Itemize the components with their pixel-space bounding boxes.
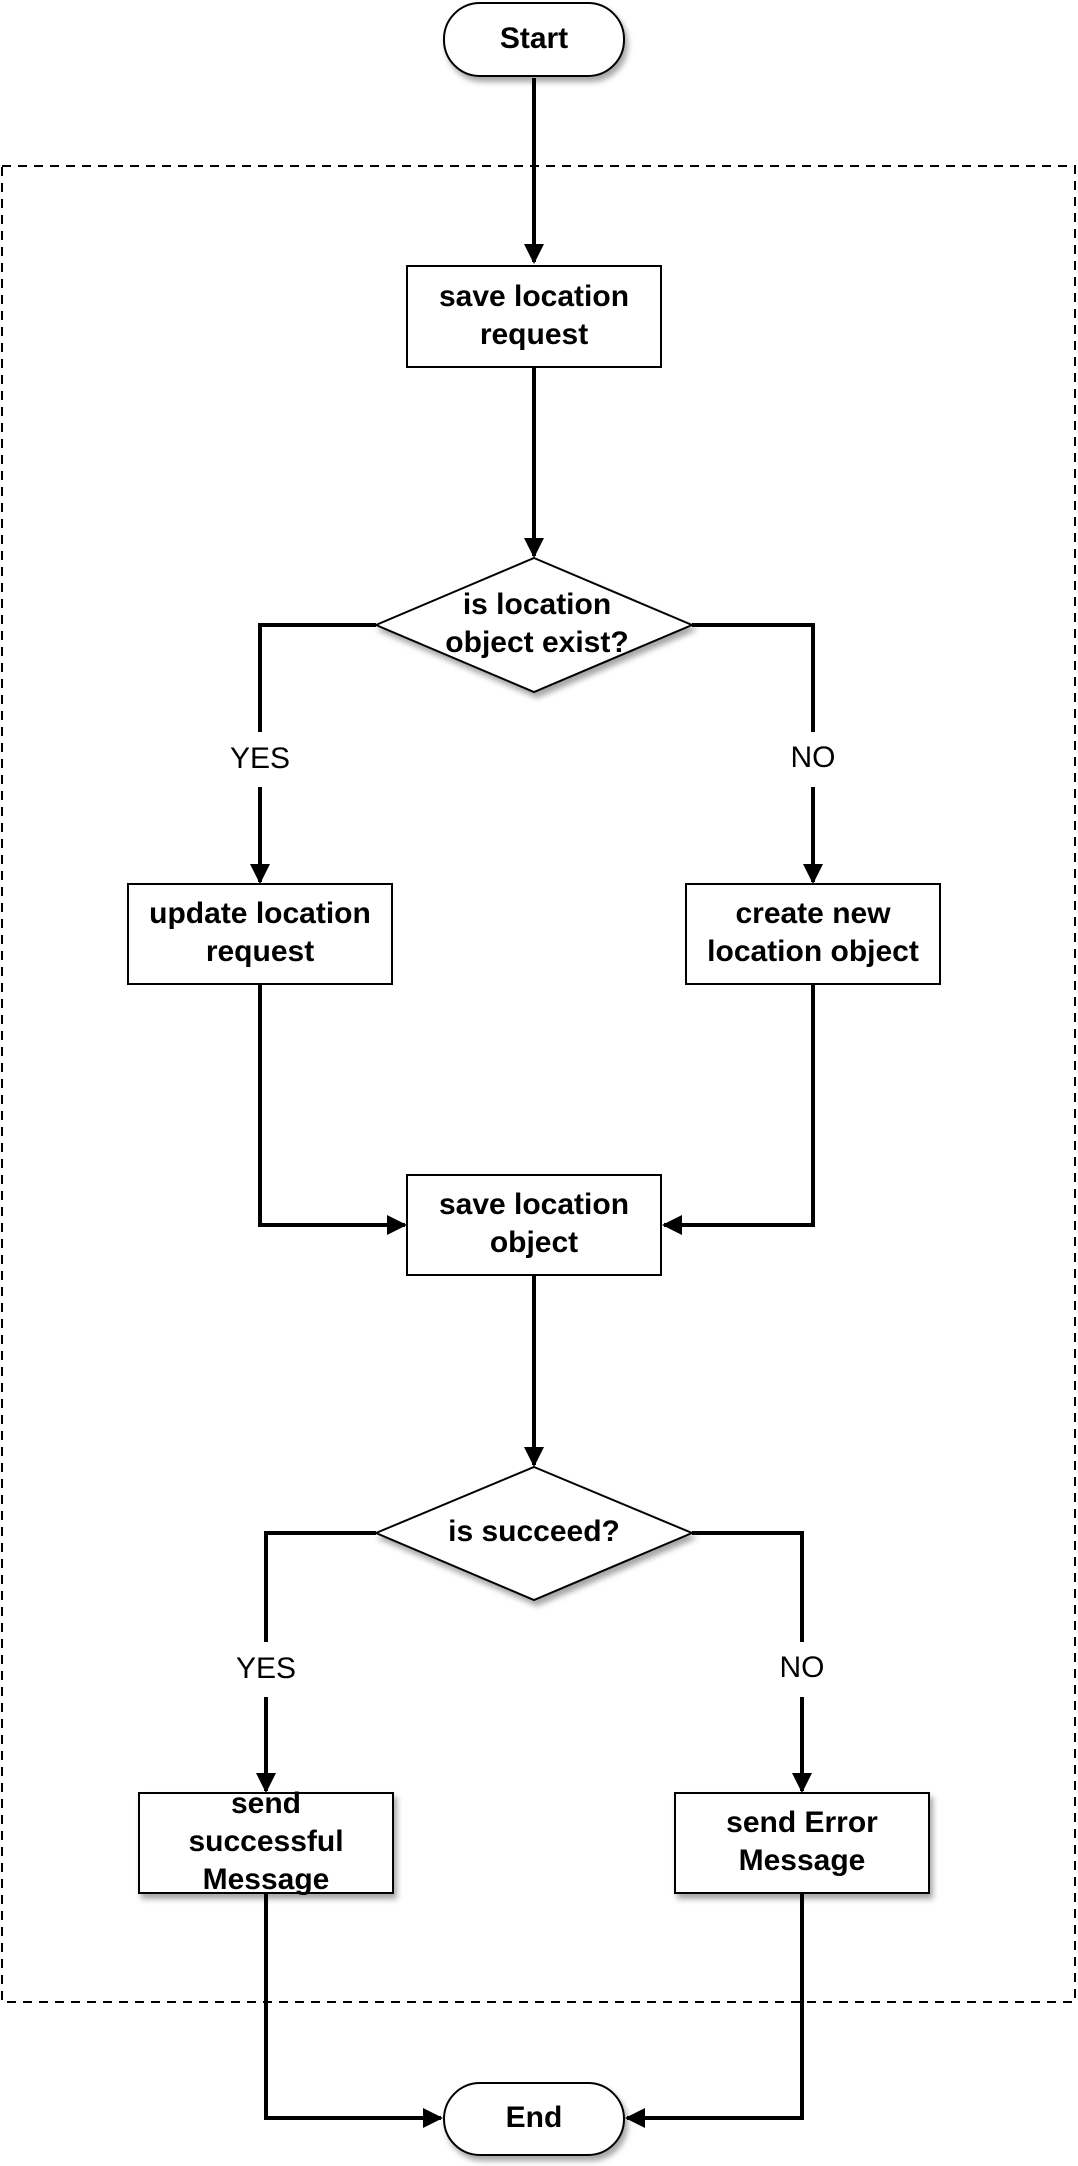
end-node[interactable]: End bbox=[443, 2082, 625, 2156]
save-object-label-line: object bbox=[490, 1226, 578, 1259]
create-location-object-label: create new location object bbox=[707, 897, 919, 968]
edge-label-exists-no: NO bbox=[791, 741, 836, 774]
end-label-line: End bbox=[506, 2101, 563, 2134]
send-success-label-line: send bbox=[231, 1787, 301, 1820]
location-exists-decision[interactable]: is location object exist? bbox=[373, 556, 695, 694]
send-success-label-line: Message bbox=[203, 1863, 330, 1896]
edge-label-succeed-no: NO bbox=[780, 1651, 825, 1684]
update-request-label-line: update location bbox=[149, 897, 371, 930]
update-request-label-line: request bbox=[206, 935, 314, 968]
start-label: Start bbox=[500, 22, 568, 55]
start-label-line: Start bbox=[500, 22, 568, 55]
process-boundary bbox=[1, 165, 1076, 2003]
save-location-request-node[interactable]: save location request bbox=[406, 265, 662, 368]
send-error-label-line: Message bbox=[739, 1844, 866, 1877]
create-object-label-line: location object bbox=[707, 935, 919, 968]
update-location-request-node[interactable]: update location request bbox=[127, 883, 393, 985]
save-object-label-line: save location bbox=[439, 1188, 629, 1221]
edge-succeed-no-upper bbox=[692, 1531, 804, 1642]
exists-decision-label-line: is location bbox=[463, 588, 611, 621]
send-error-label-line: send Error bbox=[726, 1806, 878, 1839]
succeed-decision[interactable]: is succeed? bbox=[373, 1465, 695, 1602]
update-location-request-label: update location request bbox=[149, 897, 371, 968]
create-object-label-line: create new bbox=[735, 897, 891, 930]
succeed-label: is succeed? bbox=[448, 1515, 620, 1548]
edge-label-exists-yes: YES bbox=[230, 742, 290, 775]
edge-succeed-yes-upper bbox=[264, 1531, 376, 1642]
save-request-label-line: save location bbox=[439, 280, 629, 313]
send-success-label-line: successful bbox=[188, 1825, 343, 1858]
save-location-object-node[interactable]: save location object bbox=[406, 1174, 662, 1276]
edge-create-to-save-object bbox=[662, 984, 815, 1235]
create-location-object-node[interactable]: create new location object bbox=[685, 883, 941, 985]
edge-update-to-save-object bbox=[258, 984, 407, 1235]
save-request-label-line: request bbox=[480, 318, 588, 351]
exists-decision-label-line: object exist? bbox=[445, 626, 628, 659]
edge-error-to-end bbox=[625, 1893, 804, 2128]
edge-label-succeed-yes: YES bbox=[236, 1652, 296, 1685]
edge-exists-no-upper bbox=[692, 623, 815, 732]
edge-exists-yes-upper bbox=[258, 623, 376, 732]
save-location-object-label: save location object bbox=[439, 1188, 629, 1259]
edge-success-to-end bbox=[264, 1893, 443, 2128]
save-location-request-label: save location request bbox=[439, 280, 629, 351]
start-node[interactable]: Start bbox=[443, 2, 625, 77]
end-label: End bbox=[506, 2101, 563, 2134]
location-exists-label: is location object exist? bbox=[445, 588, 628, 659]
succeed-decision-label-line: is succeed? bbox=[448, 1515, 620, 1548]
